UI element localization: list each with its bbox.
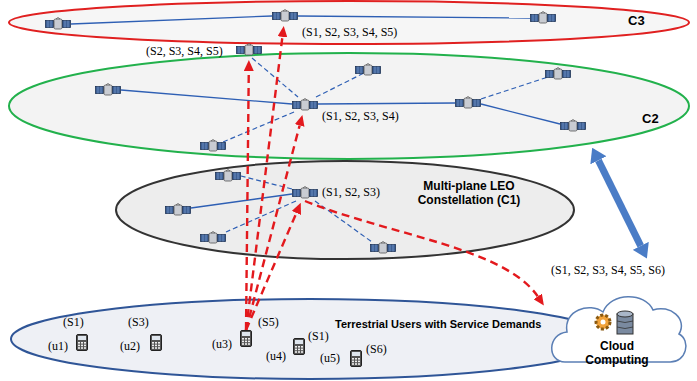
service-label: (u2)	[120, 340, 140, 354]
data-exchange-arrow	[598, 160, 640, 245]
phone-icon	[76, 334, 88, 351]
user-device: (S3)(u2)	[150, 334, 162, 351]
service-label: (S1, S2, S3)	[322, 186, 380, 200]
satellite-icon	[236, 42, 262, 58]
satellite-icons	[46, 12, 586, 254]
orbit-shell: Multi-plane LEO Constellation (C1) (S1, S…	[115, 160, 575, 260]
service-label: (S5)	[258, 316, 279, 330]
service-label: (u5)	[320, 352, 340, 366]
phone-icon	[293, 338, 305, 355]
service-label: (S1, S2, S3, S4)	[322, 110, 399, 124]
ground-region: Terrestrial Users with Service Demands (S…	[10, 298, 610, 380]
user-device: (S5)(u3)	[240, 330, 252, 347]
offload-arrow	[246, 126, 300, 330]
satellite-icon	[292, 185, 318, 201]
satellite: (S2, S3, S4, S5)	[236, 42, 262, 58]
service-label: (S3)	[128, 316, 149, 330]
satellite: (S1, S2, S3, S4, S5)	[272, 8, 298, 24]
offload-arrow	[305, 201, 538, 296]
offload-arrow	[246, 37, 282, 330]
service-label: (S1, S2, S3, S4, S5)	[302, 26, 397, 40]
service-label: (u4)	[266, 350, 286, 364]
heading-label: Terrestrial Users with Service Demands	[335, 318, 541, 331]
heading-label: C2	[642, 112, 659, 127]
user-device: (S1)(u4)	[293, 338, 305, 355]
phone-icon	[240, 330, 252, 347]
satellite: (S1, S2, S3)	[292, 185, 318, 201]
satellite-icon	[292, 97, 318, 113]
service-label: (S1)	[63, 316, 84, 330]
dashed-satellite-links	[223, 58, 548, 242]
service-label: (S1)	[308, 330, 329, 344]
service-label: (S2, S3, S4, S5)	[146, 45, 223, 59]
ellipse-outline	[8, 52, 690, 160]
cloud-server: (S1, S2, S3, S4, S5, S6) Cloud Computing	[545, 262, 689, 375]
ellipse-outline	[115, 160, 575, 260]
offload-arrow	[246, 71, 249, 330]
offload-arrow	[246, 213, 296, 330]
heading-label: Cloud Computing	[567, 340, 667, 368]
satellite-icon	[272, 8, 298, 24]
service-label: (S1, S2, S3, S4, S5, S6)	[551, 264, 665, 278]
phone-icon	[350, 350, 362, 367]
service-label: (u3)	[212, 338, 232, 352]
user-device: (S1)(u1)	[76, 334, 88, 351]
heading-label: C3	[628, 14, 645, 29]
satellite: (S1, S2, S3, S4)	[292, 97, 318, 113]
heading-label: Multi-plane LEO Constellation (C1)	[405, 180, 533, 208]
orbit-shell: C2(S2, S3, S4, S5)(S1, S2, S3, S4)	[8, 52, 690, 160]
service-label: (S6)	[366, 343, 387, 357]
orbit-shell: C3 (S1, S2, S3, S4, S5)	[8, 0, 690, 45]
service-label: (u1)	[48, 340, 68, 354]
user-device: (S6)(u5)	[350, 350, 362, 367]
phone-icon	[150, 334, 162, 351]
inter-satellite-links	[71, 16, 560, 208]
